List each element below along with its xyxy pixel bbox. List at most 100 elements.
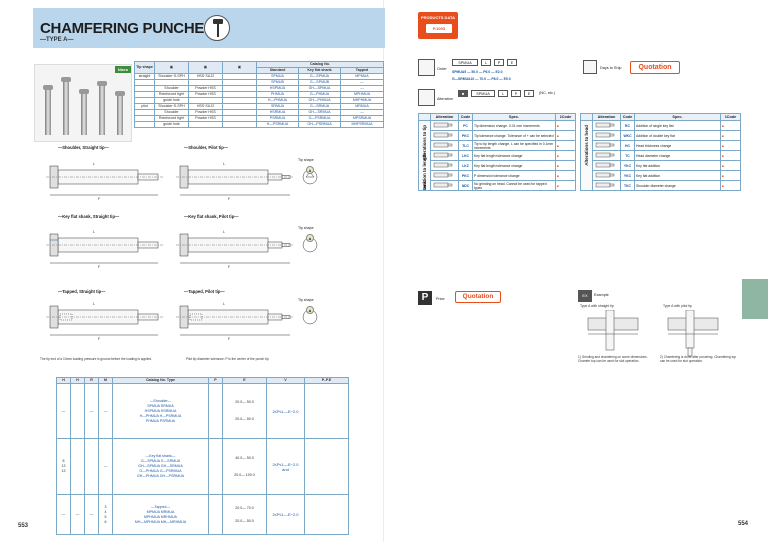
tip-a-badge: A: [306, 306, 314, 314]
tip-a-badge: A: [306, 166, 314, 174]
example-note-1: 1) Grinding and chamfering on some dimen…: [578, 355, 648, 363]
alteration-code: LKZ: [458, 160, 473, 171]
page-number-left: 553: [18, 523, 29, 529]
alteration-diagram: [592, 120, 621, 131]
alteration-code: NDC: [458, 180, 473, 191]
alteration-charge: ■: [720, 180, 741, 191]
product-photo: [34, 64, 132, 142]
alteration-charge: ■: [720, 120, 741, 131]
alteration-spec: Shoulder diameter change: [634, 180, 721, 191]
svg-text:L: L: [223, 302, 225, 306]
alteration-charge: ■: [555, 180, 576, 191]
price-quotation[interactable]: Quotation: [455, 291, 501, 303]
nicro-badge: Nicro: [115, 66, 131, 73]
spec-head-icon3: ▣: [222, 61, 257, 74]
alteration-diagram: [592, 170, 621, 181]
alteration-spec: Head diameter change: [634, 150, 721, 161]
order-code-boxes: SPMUA L P E: [452, 59, 517, 66]
days-to-ship-quotation[interactable]: Quotation: [630, 61, 680, 74]
svg-text:L: L: [223, 230, 225, 234]
alteration-spec: Key flat length tolerance change: [472, 160, 556, 171]
alteration-diagram: [592, 180, 621, 191]
tip-shape-label: Tip shape: [298, 226, 314, 230]
alteration-spec: Tip tolerance change. Tolerance of + can…: [472, 130, 556, 141]
alteration-charge: ■: [555, 170, 576, 181]
svg-text:F: F: [98, 265, 100, 269]
alteration-spec: Addition of double key flat: [634, 130, 721, 141]
alteration-diagram: [430, 120, 459, 131]
alteration-charge: ■: [720, 170, 741, 181]
svg-text:F: F: [98, 337, 100, 341]
drawing-title: —Shoulder, Straight tip—: [58, 145, 109, 150]
page-subtitle: —TYPE A—: [40, 37, 74, 43]
order-example-1: SPMUA5 — 50.0 — P6.0 — E2.0: [452, 70, 503, 74]
alteration-code: TLC: [458, 140, 473, 151]
alteration-code: RC: [620, 120, 635, 131]
alteration-charge: ■: [720, 150, 741, 161]
drawing-title: —Key flat shank, Pilot tip—: [184, 214, 239, 219]
alteration-table-right: Alteration Code Spec. 1Code Alterations …: [580, 113, 741, 191]
alteration-diagram: [592, 140, 621, 151]
alteration-code: PC: [458, 120, 473, 131]
alteration-spec: Tip to tip length change. L can be speci…: [472, 140, 556, 151]
tapped-types: —Tapped— MPMUA MRMUA MPHMUA MRHMUA MH—MP…: [112, 494, 209, 535]
page-title: CHAMFERING PUNCHES: [40, 20, 214, 37]
alteration-diagram: [430, 170, 459, 181]
alteration-spec: Key flat addition: [634, 160, 721, 171]
alteration-code: TC: [620, 150, 635, 161]
alteration-group-label: Shank: [422, 181, 427, 191]
days-to-ship-icon: [583, 60, 597, 74]
alteration-charge: ■: [720, 130, 741, 141]
key-types: —Key flat shank— G—SPMUA G—SRMUA GH—SPMU…: [112, 438, 209, 495]
products-data-logo: PRODUCTS DATA P.1003: [418, 12, 458, 39]
alteration-code: PKC: [458, 170, 473, 181]
page-gutter: [383, 0, 384, 542]
spec-table: Tip shape ▣ ▣ ▣ Catalog No. Standard Key…: [134, 61, 384, 128]
alteration-diagram: [430, 130, 459, 141]
alteration-code-boxes: ■ SPMUA L P E (NC, etc.): [458, 90, 557, 97]
order-table: H H R M Catalog No. Type P E V P.-P.E ——…: [56, 377, 349, 535]
drawing-title: —Tapped, Straight tip—: [58, 289, 106, 294]
svg-text:F: F: [228, 197, 230, 201]
tip-a-badge: A: [306, 234, 314, 242]
alteration-code: WKC: [620, 130, 635, 141]
alteration-spec: No grinding on head. Cannot be used for …: [472, 180, 556, 191]
alteration-diagram: [430, 160, 459, 171]
alteration-code: PKC: [458, 130, 473, 141]
alteration-code: YKC: [620, 170, 635, 181]
alteration-spec: Head thickness change: [634, 140, 721, 151]
order-icon: [418, 59, 435, 76]
alteration-table-left: Alteration Code Spec. 1Code Alterations …: [418, 113, 576, 191]
drawing-title: —Key flat shank, Straight tip—: [58, 214, 120, 219]
svg-text:L: L: [93, 302, 95, 306]
alteration-diagram: [430, 150, 459, 161]
svg-text:L: L: [93, 230, 95, 234]
alteration-code: YKC: [620, 160, 635, 171]
example-note-2: 2) Chamfering is done after punching. Ch…: [660, 355, 737, 363]
order-example-2: G—SRMUA10 — 70.0 — P8.0 — E5.0: [452, 77, 511, 81]
spec-head-icon2: ▣: [188, 61, 223, 74]
alteration-code: TKC: [620, 180, 635, 191]
spec-head-tip: Tip shape: [134, 61, 155, 74]
tip-shape-label: Tip shape: [298, 158, 314, 162]
alteration-charge: ■: [555, 130, 576, 141]
alteration-charge: ■: [720, 160, 741, 171]
alteration-charge: ■: [720, 140, 741, 151]
alteration-icon: [418, 89, 435, 106]
alteration-spec: Key flat length tolerance change: [472, 150, 556, 161]
price-label: Price: [436, 297, 445, 301]
